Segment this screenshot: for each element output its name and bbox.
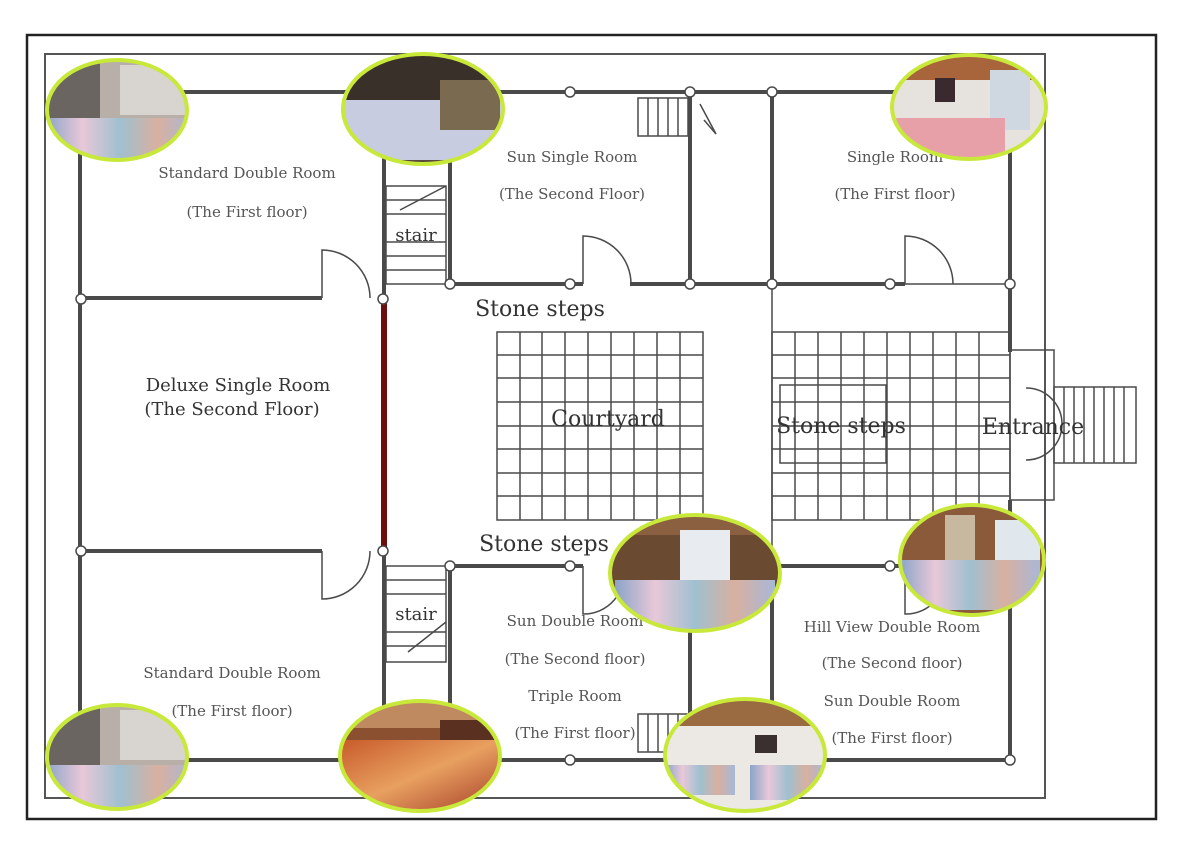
room-name-top-left: Standard Double Room [158,164,335,182]
stair-bottom [385,565,447,663]
room-floor-bottom-right: (The Second floor) [822,654,963,672]
room-name-bottom-middle: Sun Double Room [507,612,644,630]
stair-label-bottom: stair [395,604,437,625]
room-name-top-middle: Sun Single Room [507,148,638,166]
room-name-top-right: Single Room [847,148,943,166]
room-floor-top-left: (The First floor) [186,203,307,221]
sun-double-room-first-floor-photo [663,697,827,813]
room-floor2-bottom-middle: (The First floor) [514,724,635,742]
room-floor-top-middle: (The Second Floor) [499,185,645,203]
right-paving [771,331,1011,521]
courtyard-label: Courtyard [551,407,665,432]
room-floor-middle-left: (The Second Floor) [144,399,319,420]
hill-view-double-room-photo [898,503,1046,617]
stair-top [385,185,447,285]
room-floor-bottom-left: (The First floor) [171,702,292,720]
stone-steps-label-right: Stone steps [776,414,906,439]
entrance-structure [1009,349,1137,501]
courtyard-paving [496,331,704,521]
plan-border [44,53,1046,799]
room-name2-bottom-right: Sun Double Room [824,692,961,710]
stone-steps-label-top: Stone steps [475,297,605,322]
junction-nodes [75,86,1016,766]
stone-steps-label-bottom: Stone steps [479,532,609,557]
single-room-photo [890,53,1048,161]
room-name-bottom-right: Hill View Double Room [804,618,980,636]
room-floor-top-right: (The First floor) [834,185,955,203]
standard-double-room-photo [45,58,189,162]
room-name-middle-left: Deluxe Single Room [146,375,331,396]
room-floor-bottom-middle: (The Second floor) [505,650,646,668]
small-stair-top [637,97,717,137]
room-name-bottom-left: Standard Double Room [143,664,320,682]
outer-frame [25,33,1158,821]
room-name2-bottom-middle: Triple Room [528,687,622,705]
room-floor2-bottom-right: (The First floor) [831,729,952,747]
deluxe-single-room-photo [341,52,505,166]
stair-label-top: stair [395,225,437,246]
triple-room-photo [338,699,502,813]
entrance-label: Entrance [982,415,1084,440]
